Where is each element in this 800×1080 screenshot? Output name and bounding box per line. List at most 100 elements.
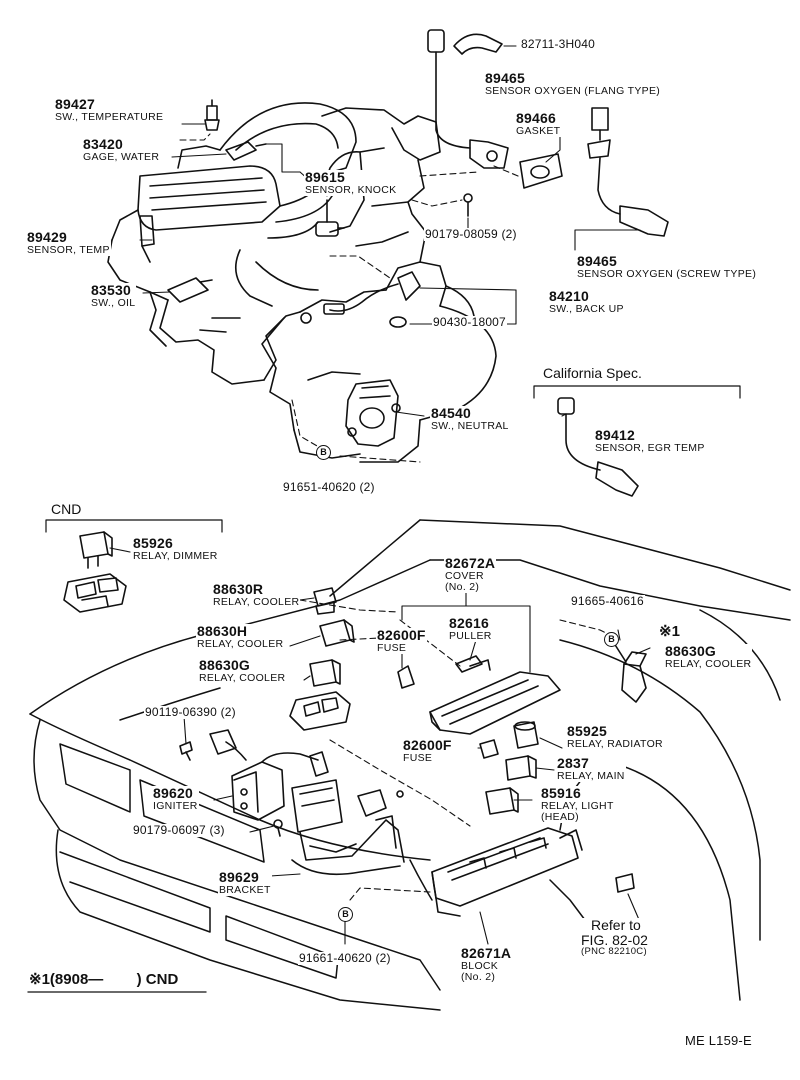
label-90179-08059: 90179-08059 (2) bbox=[424, 228, 518, 241]
part-number: 89429 bbox=[27, 229, 67, 245]
part-number: 2837 bbox=[557, 755, 589, 771]
switch-83530-oil bbox=[168, 278, 212, 302]
part-desc: COVER bbox=[445, 569, 484, 582]
part-number: 89620 bbox=[153, 785, 193, 801]
label-88630R: 88630R RELAY, COOLER bbox=[212, 581, 301, 608]
block-82671A bbox=[432, 828, 582, 916]
label-82671A: 82671A BLOCK (No. 2) bbox=[460, 945, 513, 983]
label-90430: 90430-18007 bbox=[432, 316, 507, 329]
label-88630G-right-part: 88630G RELAY, COOLER bbox=[664, 644, 753, 670]
label-82711: 82711-3H040 bbox=[520, 38, 597, 51]
footnote-marker: ※1 bbox=[659, 623, 680, 640]
california-spec-heading: California Spec. bbox=[542, 365, 643, 381]
gage-83420-water bbox=[226, 142, 266, 160]
part-number: 82671A bbox=[461, 945, 512, 961]
part-number: 88630G bbox=[199, 657, 251, 673]
part-desc: BRACKET bbox=[219, 883, 271, 896]
part-number: 89466 bbox=[516, 110, 556, 126]
part-number: 89615 bbox=[305, 169, 345, 185]
label-89615: 89615 SENSOR, KNOCK bbox=[304, 169, 398, 196]
fuse-82600F-upper bbox=[398, 666, 414, 688]
part-desc: RELAY, COOLER bbox=[665, 657, 752, 670]
fuse-link-82210C bbox=[616, 874, 634, 892]
relay-88630G-cooler-left bbox=[290, 660, 350, 730]
label-89465-flange: 89465 SENSOR OXYGEN (FLANG TYPE) bbox=[484, 70, 662, 97]
label-84210: 84210 SW., BACK UP bbox=[548, 289, 625, 315]
dashed-leaders-body bbox=[300, 600, 612, 900]
fuse-82600F-lower bbox=[480, 740, 498, 758]
part-number: 85926 bbox=[133, 535, 173, 551]
label-91665: 91665-40616 bbox=[570, 595, 645, 608]
part-desc: RELAY, LIGHT bbox=[541, 799, 614, 812]
part-number: 90119-06390 (2) bbox=[145, 705, 236, 719]
label-91651: 91651-40620 (2) bbox=[282, 481, 376, 494]
part-desc: FUSE bbox=[377, 641, 407, 654]
refer-line-2: FIG. 82-02 bbox=[581, 931, 648, 948]
label-89629: 89629 BRACKET bbox=[218, 870, 272, 896]
part-desc: SENSOR, TEMP bbox=[27, 243, 110, 256]
part-desc-sub: (HEAD) bbox=[541, 810, 579, 823]
label-88630G-left: 88630G RELAY, COOLER bbox=[198, 657, 287, 684]
part-desc: RELAY, MAIN bbox=[557, 769, 625, 782]
washer-90430 bbox=[390, 317, 406, 327]
bolt-90179-08059 bbox=[464, 194, 472, 216]
label-82616: 82616 PULLER bbox=[448, 616, 493, 642]
sensor-89429-temp bbox=[140, 216, 154, 262]
relay-85926-dimmer bbox=[64, 532, 126, 612]
label-89429: 89429 SENSOR, TEMP bbox=[26, 230, 111, 256]
relay-88630R-cooler bbox=[314, 588, 336, 614]
relay-2837-main bbox=[506, 756, 536, 780]
part-number: 84210 bbox=[549, 288, 589, 304]
part-number: 88630R bbox=[213, 581, 264, 597]
part-desc: RELAY, COOLER bbox=[199, 671, 286, 684]
label-85925: 85925 RELAY, RADIATOR bbox=[566, 724, 664, 750]
screw-90119-06390 bbox=[180, 742, 192, 760]
engine-outline bbox=[108, 103, 496, 462]
part-number: 91651-40620 (2) bbox=[283, 480, 375, 494]
sensor-89615-knock bbox=[316, 200, 344, 236]
part-desc: PULLER bbox=[449, 629, 492, 642]
part-desc: RELAY, RADIATOR bbox=[567, 737, 663, 750]
part-number: 82672A bbox=[445, 555, 496, 571]
cnd-box-bracket bbox=[46, 520, 222, 532]
part-number: 82600F bbox=[403, 737, 452, 753]
part-desc: FUSE bbox=[403, 751, 433, 764]
label-88630H: 88630H RELAY, COOLER bbox=[196, 623, 285, 650]
part-desc: SW., NEUTRAL bbox=[431, 419, 509, 432]
part-number: 91661-40620 (2) bbox=[299, 951, 391, 965]
part-number: 85916 bbox=[541, 785, 581, 801]
part-desc: GASKET bbox=[516, 124, 561, 137]
part-desc: RELAY, COOLER bbox=[197, 637, 284, 650]
label-89620: 89620 IGNITER bbox=[152, 786, 199, 812]
part-number: 90179-06097 (3) bbox=[133, 823, 225, 837]
relay-85916-light bbox=[486, 788, 518, 814]
dashed-leaders-engine bbox=[180, 134, 518, 462]
part-desc: SENSOR, KNOCK bbox=[305, 183, 397, 196]
label-85926: 85926 RELAY, DIMMER bbox=[132, 536, 219, 562]
sensor-89465-flange-type bbox=[428, 30, 508, 168]
part-number: 89465 bbox=[485, 70, 525, 86]
igniter-89620 bbox=[210, 730, 328, 820]
sensor-89427-temperature-switch bbox=[205, 100, 219, 130]
label-90119: 90119-06390 (2) bbox=[144, 706, 237, 719]
part-number: 88630H bbox=[197, 623, 248, 639]
label-84540: 84540 SW., NEUTRAL bbox=[430, 406, 510, 432]
b-reference-mark-right: B bbox=[604, 632, 619, 647]
part-number: 85925 bbox=[567, 723, 607, 739]
part-number: 89427 bbox=[55, 96, 95, 112]
bracket-89629 bbox=[292, 780, 404, 874]
part-number: 90179-08059 (2) bbox=[425, 227, 517, 241]
part-number: 83530 bbox=[91, 282, 131, 298]
puller-82616 bbox=[456, 656, 490, 672]
label-89465-screw: 89465 SENSOR OXYGEN (SCREW TYPE) bbox=[576, 254, 758, 280]
part-desc-sub: (No. 2) bbox=[445, 580, 480, 593]
car-body-outline bbox=[30, 520, 790, 1010]
part-number: 90430-18007 bbox=[433, 315, 506, 329]
relay-88630H-cooler bbox=[320, 620, 354, 646]
footnote: ※1(8908— ) CND bbox=[28, 972, 180, 988]
cnd-heading: CND bbox=[50, 501, 83, 517]
part-number: 89629 bbox=[219, 869, 259, 885]
part-desc: SW., BACK UP bbox=[549, 302, 624, 315]
california-spec-bracket bbox=[534, 386, 740, 398]
